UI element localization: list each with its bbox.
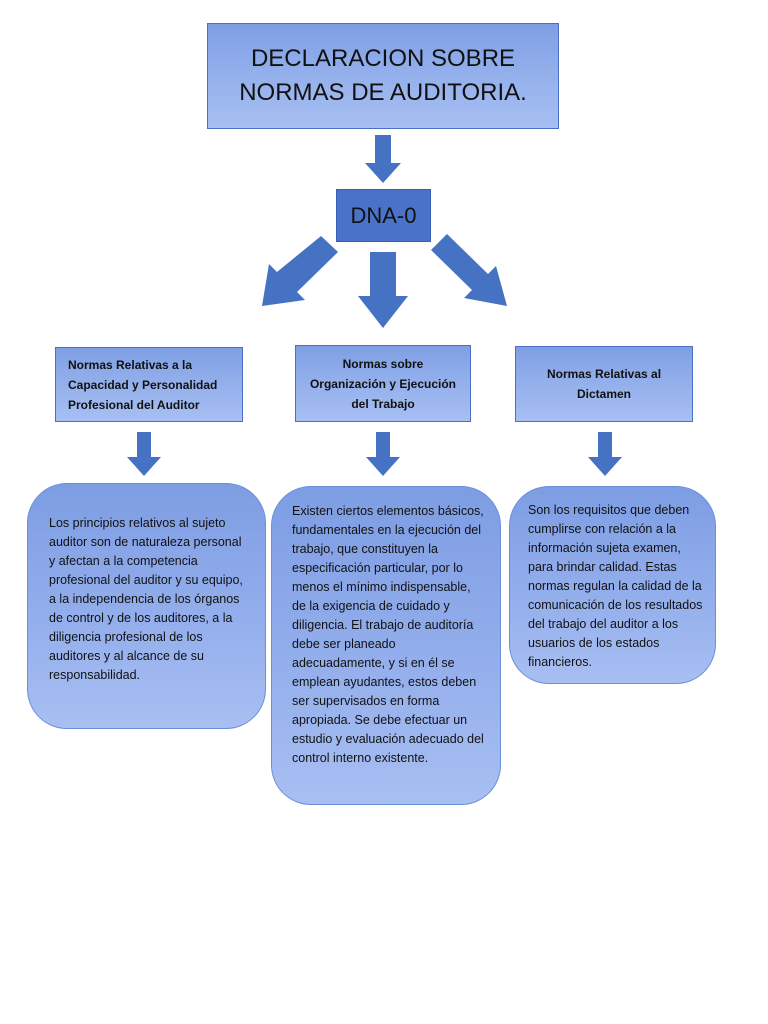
arrow-title-to-root (365, 135, 401, 183)
category-label: Normas Relativas al Dictamen (546, 367, 662, 401)
diagram-title-box: DECLARACION SOBRE NORMAS DE AUDITORIA. (207, 23, 559, 129)
category-label: Normas Relativas a la Capacidad y Person… (68, 357, 218, 412)
arrow-cat2-to-desc2 (366, 432, 400, 476)
description-text: Existen ciertos elementos básicos, funda… (292, 504, 484, 765)
category-node-capacidad: Normas Relativas a la Capacidad y Person… (55, 347, 243, 422)
arrow-cat3-to-desc3 (588, 432, 622, 476)
diagram-title: DECLARACION SOBRE NORMAS DE AUDITORIA. (239, 45, 527, 106)
arrow-root-to-right (431, 234, 507, 306)
arrow-root-to-left (262, 236, 338, 306)
arrow-root-to-center (358, 252, 408, 328)
description-text: Son los requisitos que deben cumplirse c… (528, 503, 703, 669)
category-node-dictamen: Normas Relativas al Dictamen (515, 346, 693, 422)
description-text: Los principios relativos al sujeto audit… (49, 516, 243, 682)
description-node-capacidad: Los principios relativos al sujeto audit… (27, 483, 266, 729)
category-label: Normas sobre Organización y Ejecución de… (309, 356, 457, 411)
category-node-organizacion: Normas sobre Organización y Ejecución de… (295, 345, 471, 422)
description-node-dictamen: Son los requisitos que deben cumplirse c… (509, 486, 716, 684)
root-node-label: DNA-0 (350, 202, 417, 228)
root-node: DNA-0 (336, 189, 431, 242)
description-node-organizacion: Existen ciertos elementos básicos, funda… (271, 486, 501, 805)
arrow-cat1-to-desc1 (127, 432, 161, 476)
